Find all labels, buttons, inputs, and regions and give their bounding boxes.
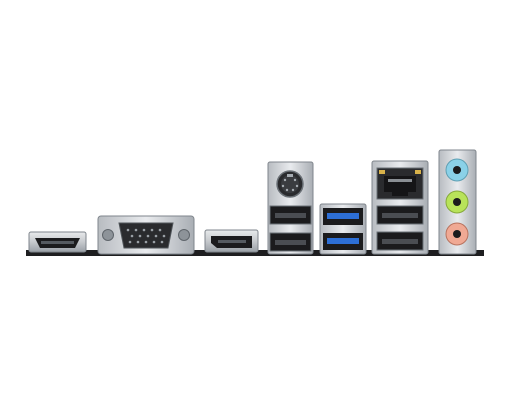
base-plate [26,250,484,256]
usb-port-icon [376,205,424,251]
usb3-port-icon [319,203,367,255]
hdmi-port-icon [28,231,87,253]
vga-port-icon [97,215,195,255]
usb-port-icon [269,205,312,252]
displayport-icon [204,229,259,253]
audio-jack-icon [438,149,477,255]
